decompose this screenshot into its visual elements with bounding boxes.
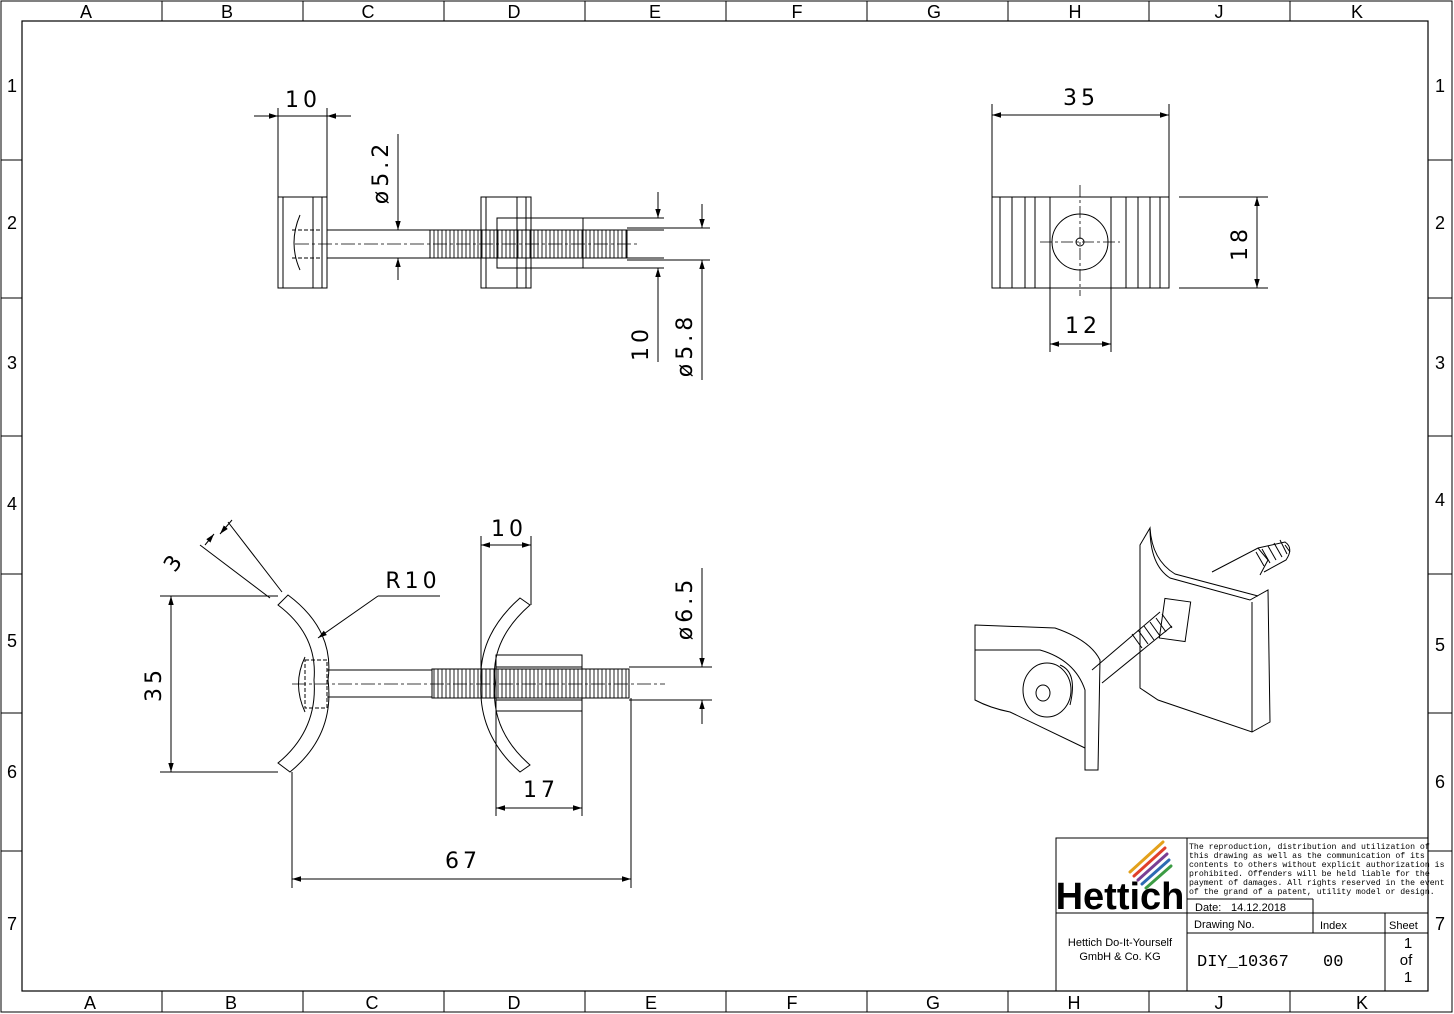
sheet-total: 1 [1404,969,1412,986]
grid-col-label: A [84,993,96,1013]
grid-column-labels-bottom: A B C D E F G H J K [84,993,1368,1013]
grid-col-label: B [221,2,233,22]
block-front [991,196,1170,289]
dim-label: 10 [285,88,321,113]
grid-row-label: 1 [7,76,17,96]
view-top-left-labels: 10 ø5.2 10 ø5.8 [285,88,698,377]
grid-col-label: D [508,2,521,22]
copyright-notice: The reproduction, distribution and utili… [1189,842,1445,897]
index-value: 00 [1323,953,1343,972]
logo-wordmark: Hettich [1056,876,1185,918]
notice-line: of the grand of a patent, utility model … [1189,887,1435,897]
grid-row-label: 7 [1435,914,1445,934]
left-bent-plate [277,594,330,773]
grid-col-label: F [792,2,803,22]
dim-label: ø5.8 [673,313,698,377]
grid-col-label: E [649,2,661,22]
threaded-rod [431,668,630,699]
sheet-label: Sheet [1389,920,1418,932]
grid-row-label: 2 [7,213,17,233]
notice-line: this drawing as well as the communicatio… [1189,851,1425,861]
dim-label: 67 [445,849,481,874]
company-name-line2: GmbH & Co. KG [1079,951,1160,963]
date-value: 14.12.2018 [1231,902,1286,914]
logo-stripe [1128,840,1165,874]
logo-stripe [1136,852,1169,882]
notice-line: prohibited. Offenders will be held liabl… [1189,869,1430,879]
grid-col-label: B [225,993,237,1013]
dim-label: 17 [523,778,559,803]
grid-col-label: J [1215,993,1224,1013]
title-block [1055,837,1429,992]
nut [496,217,584,269]
logo-stripe [1132,846,1167,878]
logo-stripe [1144,864,1173,890]
index-label: Index [1320,920,1347,932]
grid-row-label: 5 [1435,635,1445,655]
view-top-left [254,108,710,380]
notice-line: The reproduction, distribution and utili… [1189,842,1430,852]
dim-label: 3 [159,548,190,577]
grid-row-label: 2 [1435,213,1445,233]
dim-label: R10 [385,569,440,594]
grid-row-label: 6 [7,762,17,782]
sheet-of: of [1400,952,1413,969]
dim-label: 35 [1063,86,1099,111]
left-block [277,196,328,289]
drawing-no-value: DIY_10367 [1197,953,1289,972]
grid-row-label: 5 [7,631,17,651]
company-name-line1: Hettich Do-It-Yourself [1068,937,1173,949]
grid-col-label: K [1351,2,1363,22]
grid-col-label: K [1356,993,1368,1013]
grid-col-label: H [1069,2,1082,22]
grid-row-label: 6 [1435,772,1445,792]
logo-stripe [1140,858,1171,886]
dim-label: ø5.2 [369,140,394,204]
notice-line: contents to others without explicit auth… [1189,860,1445,870]
bolt-head [1022,662,1072,718]
view-top-right-labels: 35 18 12 [1063,86,1253,339]
sheet-number: 1 [1404,935,1412,952]
dim-label: 12 [1065,314,1101,339]
right-block [480,196,532,289]
grid-col-label: A [80,2,92,22]
grid-row-label: 7 [7,914,17,934]
view-isometric [974,526,1291,771]
hettich-logo: Hettich [1056,840,1185,918]
dim-label: 10 [629,325,654,361]
dim-label: ø6.5 [673,576,698,640]
dim-label: 10 [491,517,527,542]
notice-line: payment of damages. All rights reserved … [1189,878,1445,888]
grid-row-label: 3 [7,353,17,373]
grid-col-label: C [362,2,375,22]
date-label: Date: [1195,902,1221,914]
grid-row-labels-right: 1 2 3 4 5 6 7 [1435,76,1445,934]
view-bottom-left [160,519,712,888]
grid-row-label: 3 [1435,353,1445,373]
grid-col-label: F [787,993,798,1013]
bolt-thread-iso [1255,539,1291,567]
grid-col-label: H [1068,993,1081,1013]
dim-label: 18 [1228,225,1253,261]
grid-col-label: J [1215,2,1224,22]
grid-column-labels-top: A B C D E F G H J K [80,2,1363,22]
grid-col-label: D [508,993,521,1013]
logo-stripes [1128,840,1173,890]
dim-label: 35 [142,666,167,702]
grid-col-label: E [645,993,657,1013]
drawing-no-label: Drawing No. [1194,919,1255,931]
grid-row-label: 4 [1435,490,1445,510]
grid-col-label: G [927,2,941,22]
grid-row-label: 1 [1435,76,1445,96]
grid-col-label: G [926,993,940,1013]
grid-col-label: C [366,993,379,1013]
view-top-right [991,104,1268,352]
grid-row-label: 4 [7,494,17,514]
grid-row-labels-left: 1 2 3 4 5 6 7 [7,76,17,934]
nut [495,654,583,712]
